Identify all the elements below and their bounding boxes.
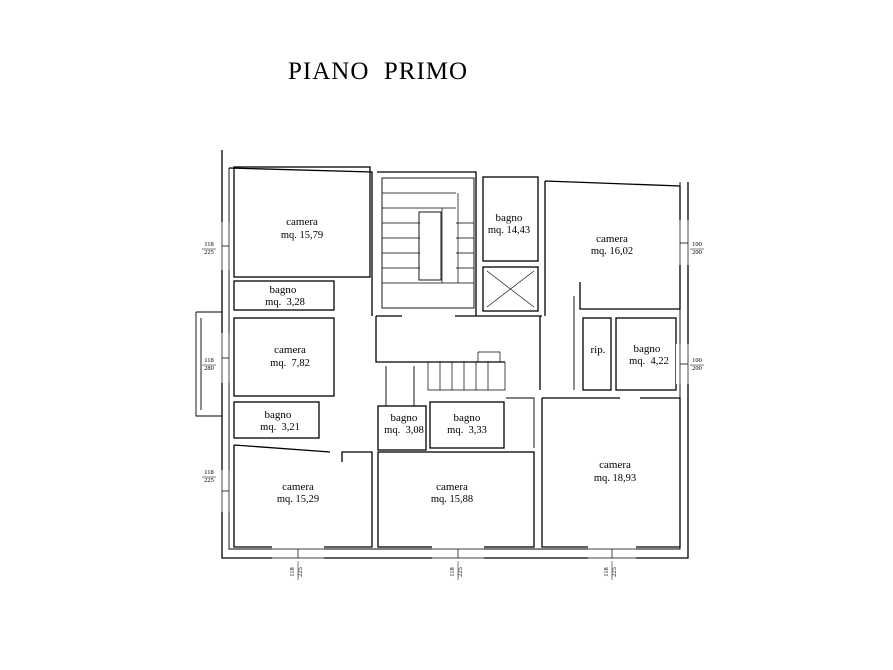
room-area: mq. 15,88: [431, 494, 473, 505]
room-label: camera: [274, 344, 306, 356]
window-dim-top: 118: [204, 357, 214, 364]
window-dim-bottom: 225: [611, 567, 618, 577]
room-area: mq. 18,93: [594, 473, 636, 484]
outer-wall-top: [228, 167, 373, 316]
balcony: [195, 311, 222, 417]
room-bagno-8-walls: [429, 401, 505, 449]
window-dim-top: 118: [204, 469, 214, 476]
window-dim-top: 100: [692, 241, 702, 248]
room-label: camera: [436, 481, 468, 493]
room-label: camera: [596, 233, 628, 245]
window-dim-bottom: 200: [692, 249, 702, 256]
room-bagno-7-walls: [377, 405, 427, 451]
room-label: bagno: [270, 284, 297, 296]
room-label: bagno: [496, 212, 523, 224]
room-rip-11-walls: [582, 317, 612, 391]
room-area: mq. 15,29: [277, 494, 319, 505]
room-bagno-4-walls: [233, 401, 320, 439]
window-dim-top: 118: [603, 567, 610, 577]
window-dim-bottom: 280: [204, 365, 214, 372]
room-label: camera: [599, 459, 631, 471]
window-dim-top: 118: [449, 567, 456, 577]
room-area: mq. 15,79: [281, 230, 323, 241]
room-label: bagno: [391, 412, 418, 424]
lift-shaft: [482, 266, 539, 312]
room-camera-13-walls: [541, 397, 681, 548]
room-area: mq. 3,28: [265, 297, 305, 308]
room-camera-10-walls: [544, 180, 681, 316]
window-dim-bottom: 225: [457, 567, 464, 577]
room-bagno-6-walls: [482, 176, 539, 262]
window-dim-top: 100: [692, 357, 702, 364]
window-dim-bottom: 225: [297, 567, 304, 577]
room-camera-5-walls: [233, 444, 373, 548]
room-label: bagno: [634, 343, 661, 355]
room-area: mq. 16,02: [591, 246, 633, 257]
window-dim-bottom: 225: [204, 477, 214, 484]
room-area: mq. 7,82: [270, 358, 310, 369]
room-label: bagno: [265, 409, 292, 421]
lower-stair: [427, 351, 506, 391]
room-area: mq. 3,33: [447, 425, 487, 436]
room-label: camera: [282, 481, 314, 493]
window-dim-bottom: 200: [692, 365, 702, 372]
plan-title: PIANO PRIMO: [288, 58, 469, 85]
window-dim-bottom: 225: [204, 249, 214, 256]
room-camera-3-walls: [233, 317, 335, 397]
corridor-walls: [375, 315, 542, 390]
room-area: mq. 14,43: [488, 225, 530, 236]
room-label: rip.: [591, 344, 606, 356]
stair-well: [381, 177, 475, 309]
room-area: mq. 4,22: [629, 356, 669, 367]
room-area: mq. 3,21: [260, 422, 300, 433]
room-area: mq. 3,08: [384, 425, 424, 436]
room-label: camera: [286, 216, 318, 228]
room-label: bagno: [454, 412, 481, 424]
room-bagno-2-walls: [233, 280, 335, 311]
window-dim-top: 118: [204, 241, 214, 248]
window-dim-top: 118: [289, 567, 296, 577]
room-camera-1-walls: [233, 166, 371, 278]
